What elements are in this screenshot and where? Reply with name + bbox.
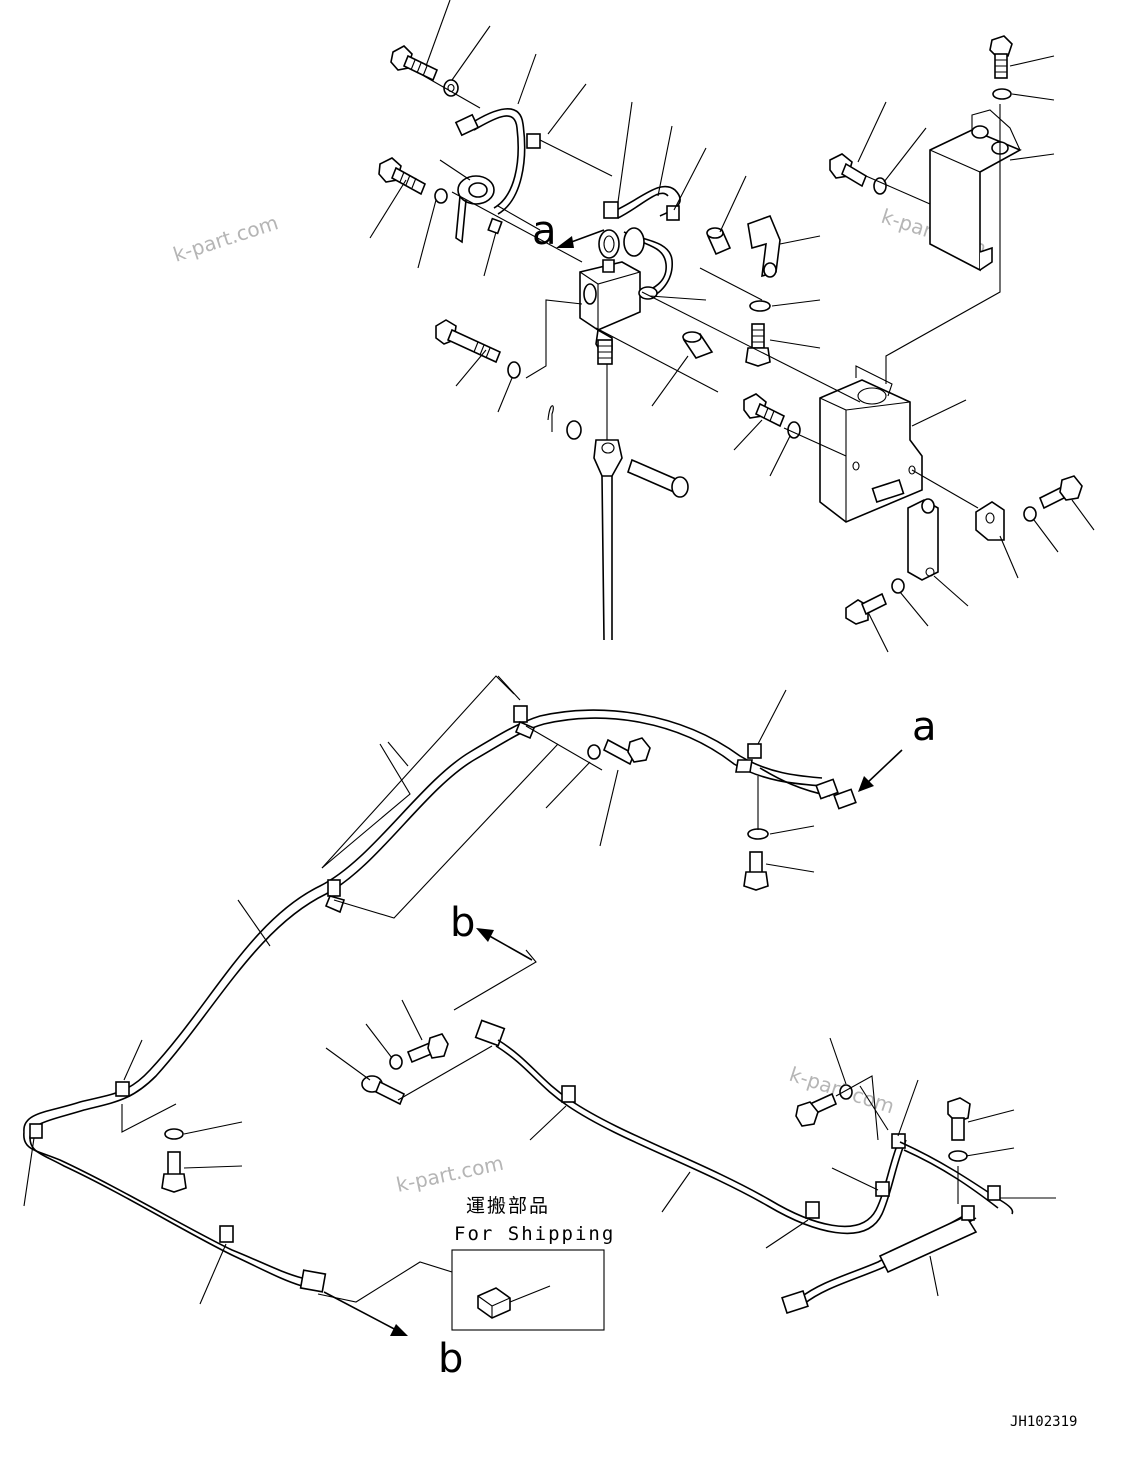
harness-middle [474, 1019, 1014, 1315]
clip-plate-right [975, 501, 1005, 541]
clevis-yoke [593, 439, 623, 477]
washer-mid-right-2 [787, 421, 801, 439]
callout-a-upper-label: a [532, 208, 557, 254]
harness-lower-branch [23, 1131, 327, 1293]
shipping-connector [477, 1287, 511, 1319]
bolt-right-low [1038, 475, 1083, 510]
ground-terminal-middle [361, 1075, 406, 1106]
ground-wire-upper [454, 108, 541, 215]
washer-long-bolt [507, 361, 521, 379]
plate-bracket [907, 498, 939, 581]
bolt-bracket-left [829, 153, 867, 188]
clevis-pin [627, 458, 689, 498]
washer-right-harness [839, 1084, 853, 1100]
washer-right-low [1023, 506, 1037, 522]
bolt-right-vertical [947, 1097, 971, 1141]
round-terminal-connector [455, 175, 503, 244]
shipping-label-japanese: 運搬部品 [466, 1195, 550, 1217]
washer-below-a [747, 828, 769, 840]
bolt-vertical-upper [745, 323, 771, 367]
washer-right-vertical [948, 1150, 968, 1162]
washer-ground-middle [389, 1054, 403, 1070]
control-cable [601, 364, 613, 641]
alignment-lines-upper [423, 75, 1001, 509]
washer-top-right [992, 88, 1012, 100]
callout-a-upper: a [532, 208, 605, 254]
washer-mid-right [749, 300, 771, 312]
bolt-lower-right [845, 592, 888, 625]
bolt-ground-middle [406, 1033, 449, 1064]
mounting-box [819, 365, 923, 523]
bolt-right-harness [795, 1092, 838, 1127]
callout-a-lower-label: a [912, 704, 937, 750]
leader-lines-upper [369, 0, 1095, 653]
bolt-mid-right [743, 393, 786, 428]
washer-lower-right [891, 578, 905, 594]
callout-b-lower: b [323, 1291, 463, 1382]
switch-body [579, 229, 641, 365]
bolt-top-right [989, 35, 1013, 79]
drawing-code: JH102319 [1010, 1414, 1077, 1430]
bracket-upper-right [929, 109, 1022, 272]
long-bolt-left [435, 319, 502, 364]
bolt-left-2 [378, 157, 427, 196]
callout-b-lower-label: b [438, 1336, 463, 1382]
harness-clamps [29, 705, 762, 1139]
watermark-1: k-part.com [170, 210, 281, 266]
pin-washer [566, 420, 582, 440]
bolt-left-lower [161, 1151, 187, 1193]
upper-assembly: a [369, 0, 1095, 653]
callout-b-upper-label: b [450, 900, 475, 946]
harness-main-arc [23, 709, 831, 1139]
callout-b-upper: b [450, 900, 533, 961]
spacer-collar-upper [706, 227, 732, 256]
connectors-a [815, 778, 857, 810]
washer-arc-top [587, 744, 601, 760]
cotter-pin [547, 405, 554, 432]
washer-left-2 [434, 188, 448, 204]
cable-protector-sleeve [321, 675, 515, 869]
shipping-label-english: For Shipping [454, 1223, 615, 1245]
l-bracket-small [747, 214, 781, 278]
shipping-parts-box: 運搬部品 For Shipping [451, 1195, 615, 1331]
lower-harness: a b b 運搬部品 For Shipping J [23, 675, 1077, 1430]
leader-lines-lower [23, 675, 1056, 1305]
bolt-arc-top [602, 737, 651, 766]
watermark-4: k-part.com [394, 1151, 506, 1197]
switch-wiring [603, 185, 681, 300]
washer-bracket-left [873, 177, 887, 195]
bolt-below-a [743, 851, 769, 891]
bolt-top-left [390, 45, 439, 82]
callout-a-lower: a [858, 704, 937, 792]
washer-left-lower [164, 1128, 184, 1140]
spacer-collar-mid [682, 331, 714, 359]
